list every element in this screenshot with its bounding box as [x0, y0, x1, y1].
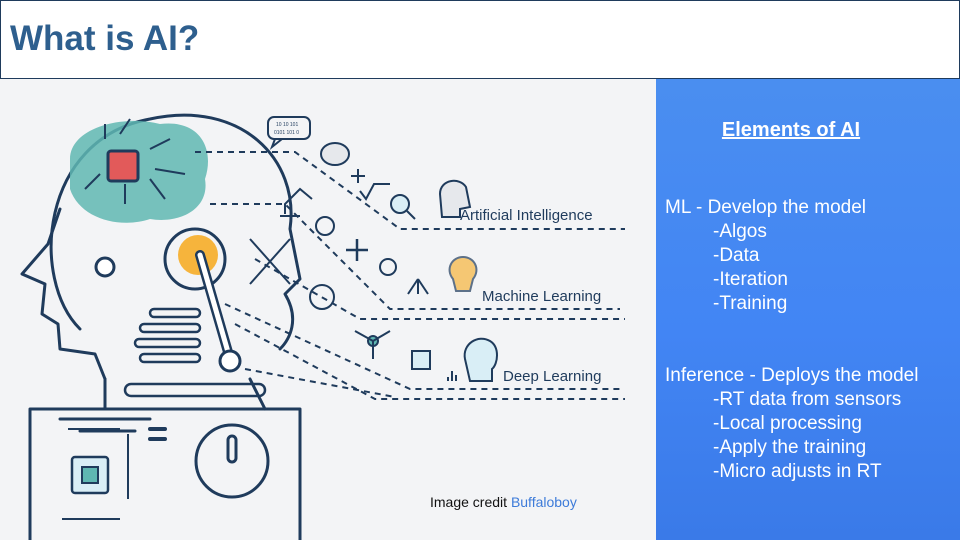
lightbulb-icon — [448, 255, 478, 292]
chip-small-icon — [411, 350, 431, 370]
body-dial — [194, 423, 270, 499]
inference-item: -RT data from sensors — [713, 389, 902, 410]
dna-icon — [249, 238, 291, 285]
body-outline — [28, 407, 302, 540]
ai-illustration-panel: Artificial Intelligence Machine Learning… — [0, 79, 656, 540]
ml-title: ML - Develop the model — [665, 197, 867, 218]
network-icon — [407, 278, 429, 295]
refresh-icon — [379, 258, 397, 276]
robot-arm-icon — [280, 187, 313, 217]
plus-icon — [351, 169, 365, 183]
inference-section: Inference - Deploys the model -RT data f… — [665, 364, 918, 484]
brain-small-icon — [320, 142, 350, 166]
ml-item: -Data — [713, 245, 760, 266]
deep-head-icon — [463, 337, 498, 382]
ai-head-illustration: Artificial Intelligence Machine Learning… — [20, 113, 625, 540]
elements-panel: Elements of AI ML - Develop the model -A… — [656, 79, 960, 540]
label-deep-learning: Deep Learning — [503, 368, 601, 385]
bubble-text-2: 0101 101 0 — [274, 130, 299, 136]
inference-item: -Apply the training — [713, 437, 867, 458]
brain-chip-icon — [106, 149, 140, 183]
magnifier-icon — [390, 194, 410, 214]
speech-bubble-icon — [267, 116, 311, 140]
bubble-text-1: 10 10 101 — [276, 122, 298, 128]
title-bar: What is AI? — [0, 0, 960, 79]
ai-head-icon — [438, 179, 472, 218]
inference-item: -Micro adjusts in RT — [713, 461, 882, 482]
bar-chart-icon — [447, 371, 457, 381]
gear-icon — [315, 216, 335, 236]
slide-title: What is AI? — [10, 19, 200, 58]
ml-item: -Iteration — [713, 269, 788, 290]
sqrt-icon — [359, 183, 390, 201]
label-artificial-intelligence: Artificial Intelligence — [460, 207, 593, 224]
neural-node — [163, 227, 227, 291]
ml-item: -Training — [713, 293, 788, 314]
image-credit: Image credit Buffaloboy — [430, 494, 577, 510]
ml-item: -Algos — [713, 221, 767, 242]
dial-slot — [226, 434, 238, 464]
inference-title: Inference - Deploys the model — [665, 365, 919, 386]
credit-prefix: Image credit — [430, 494, 508, 510]
face-profile — [20, 207, 107, 381]
fingerprint-icon — [309, 284, 335, 310]
ml-section: ML - Develop the model -Algos -Data -Ite… — [665, 196, 866, 316]
plus-icon-2 — [346, 239, 368, 261]
credit-author-link[interactable]: Buffaloboy — [510, 494, 577, 510]
elements-heading: Elements of AI — [721, 119, 861, 141]
inference-item: -Local processing — [713, 413, 862, 434]
label-machine-learning: Machine Learning — [482, 288, 601, 305]
